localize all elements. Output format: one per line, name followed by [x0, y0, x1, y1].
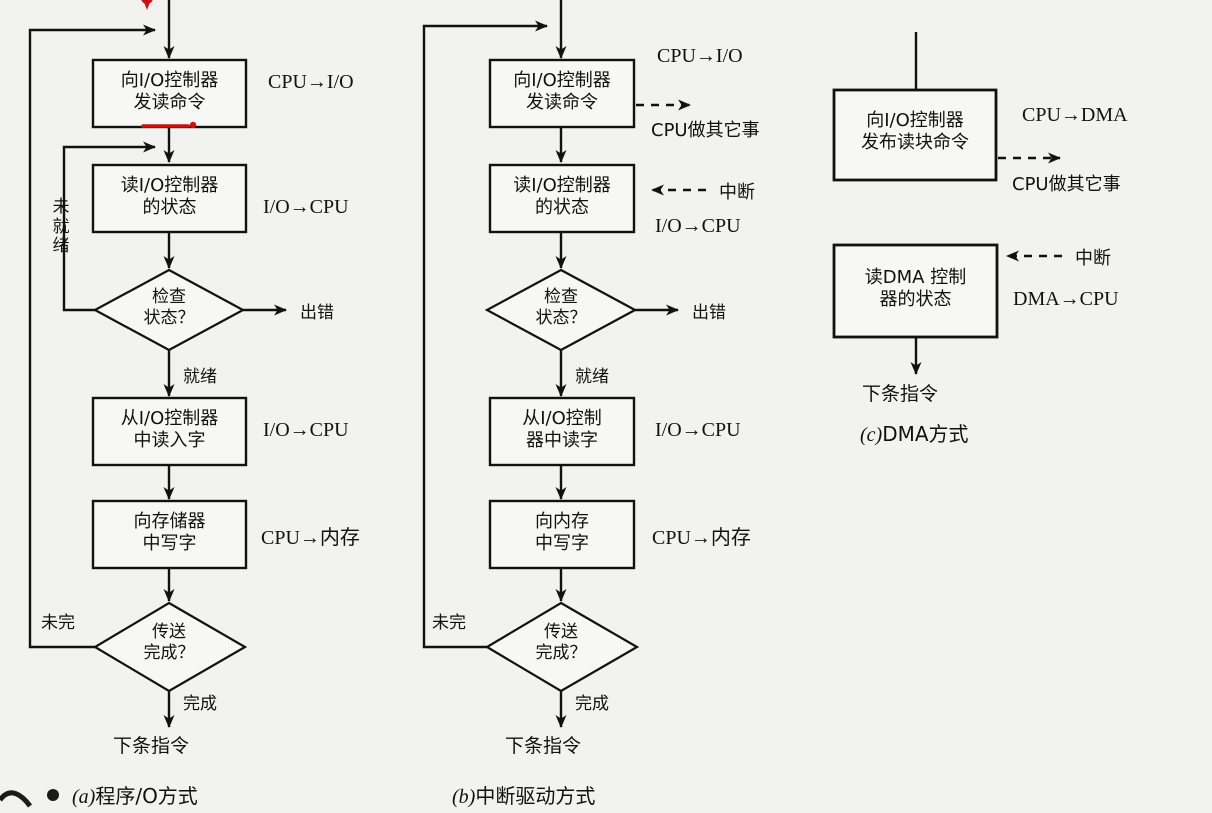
b-edge-ready: 就绪	[575, 367, 609, 387]
c-label-cpu-does-other-work: CPU做其它事	[1012, 174, 1121, 195]
b-caption-text: 中断驱动方式	[475, 784, 596, 808]
a-node-check-status: 检查 状态？	[143, 287, 195, 328]
column-b-graphics	[422, 0, 706, 728]
column-a-graphics	[0, 0, 287, 808]
a-label-io-to-cpu-word: I/O→CPU	[263, 419, 349, 441]
a-node-next-instruction: 下条指令	[113, 735, 190, 757]
b-edge-not-done: 未完	[432, 613, 466, 633]
c-label-cpu-to-dma: CPU→DMA	[1022, 104, 1128, 126]
b-label-cpu-to-io: CPU→I/O	[657, 45, 743, 67]
a-node-transfer-complete: 传送 完成？	[143, 622, 195, 663]
b-label-io-to-cpu-word: I/O→CPU	[655, 419, 741, 441]
c-caption-prefix: (c)	[860, 424, 883, 446]
b-edge-done: 完成	[575, 694, 609, 714]
c-label-dma-to-cpu: DMA→CPU	[1013, 288, 1119, 310]
b-label-cpu-does-other-work: CPU做其它事	[651, 120, 760, 141]
b-label-io-to-cpu-status: I/O→CPU	[655, 215, 741, 237]
b-label-cpu-to-memory: CPU→内存	[652, 527, 751, 549]
a-edge-error: 出错	[300, 303, 334, 323]
b-caption: (b)中断驱动方式	[452, 780, 595, 809]
a-caption-text: 程序/O方式	[95, 784, 198, 808]
a-label-cpu-to-io: CPU→I/O	[268, 71, 354, 93]
a-label-cpu-to-memory: CPU→内存	[261, 527, 360, 549]
column-c-graphics	[832, 32, 1062, 375]
a-edge-ready: 就绪	[183, 367, 217, 387]
a-edge-done: 完成	[183, 694, 217, 714]
c-label-interrupt: 中断	[1075, 248, 1111, 269]
c-caption: (c)DMA方式	[860, 418, 969, 447]
a-edge-not-done: 未完	[41, 613, 75, 633]
b-caption-prefix: (b)	[452, 786, 476, 808]
b-label-interrupt: 中断	[719, 182, 755, 203]
b-node-transfer-complete: 传送 完成？	[535, 622, 587, 663]
c-node-next-instruction: 下条指令	[862, 383, 939, 405]
a-label-io-to-cpu-status: I/O→CPU	[263, 196, 349, 218]
b-node-next-instruction: 下条指令	[505, 735, 582, 757]
c-caption-text: DMA方式	[882, 422, 969, 446]
b-edge-error: 出错	[692, 303, 726, 323]
b-node-check-status: 检查 状态？	[535, 287, 587, 328]
a-caption-prefix: (a)	[72, 786, 96, 808]
a-caption: (a)程序/O方式	[72, 780, 198, 809]
a-edge-not-ready: 未 就 绪	[52, 197, 70, 257]
